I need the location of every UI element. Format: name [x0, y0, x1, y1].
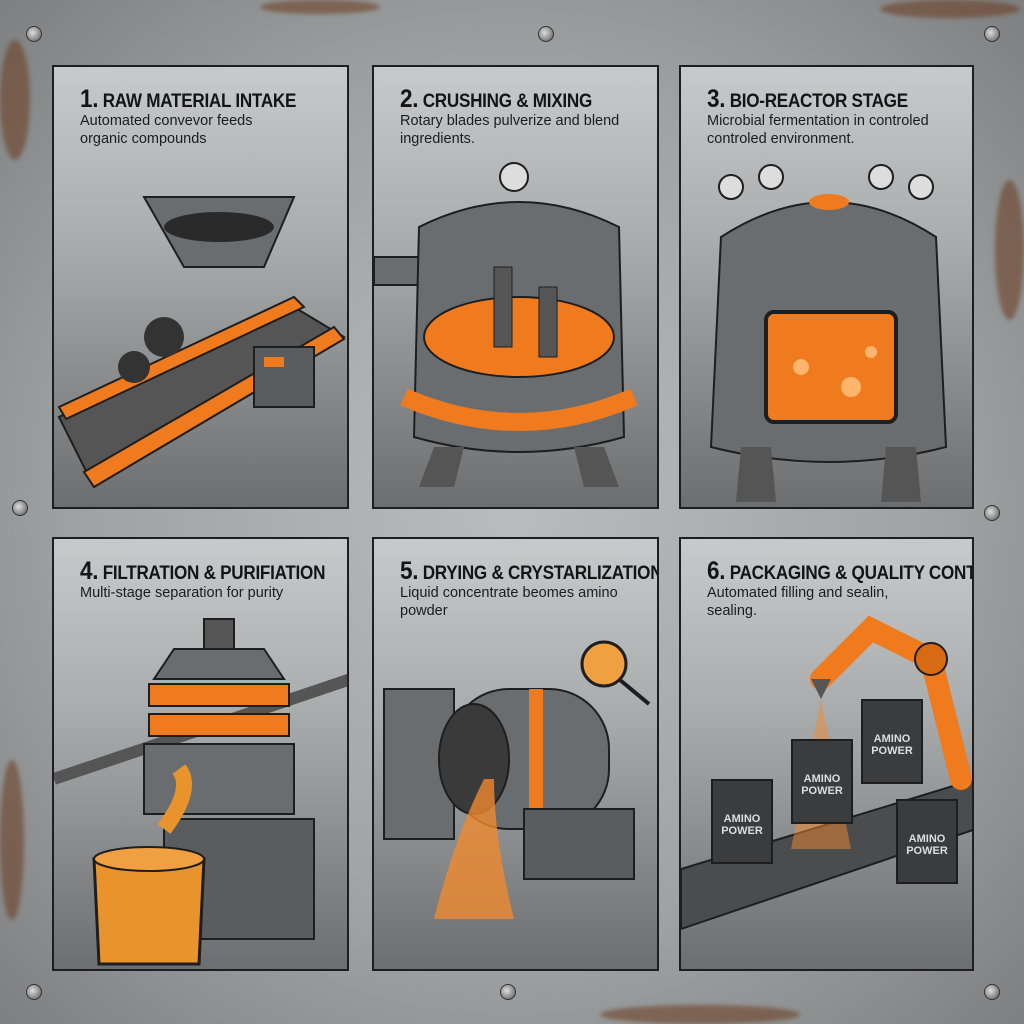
filter-press-illustration [54, 618, 347, 966]
product-bag: AMINO POWER [711, 779, 773, 864]
panel-description: Liquid concentrate beomes amino powder [400, 585, 618, 619]
panel-description: Automated convevor feeds organic compoun… [80, 113, 253, 147]
panel-title: 2. CRUSHING & MIXING [400, 85, 592, 113]
panel-title: 4. FILTRATION & PURIFIATION [80, 557, 326, 585]
panel-crushing-mixing: 2. CRUSHING & MIXING Rotary blades pulve… [372, 65, 659, 509]
panel-description: Rotary blades pulverize and blend ingred… [400, 113, 620, 147]
panel-drying: 5. DRYING & CRYSTARLIZATION Liquid conce… [372, 537, 659, 971]
bioreactor-illustration [709, 164, 948, 502]
product-bag: AMINO POWER [861, 699, 923, 784]
panel-description: Microbial fermentation in controled cont… [707, 113, 929, 147]
panel-title: 3. BIO-REACTOR STAGE [707, 85, 908, 113]
panel-raw-material-intake: 1. RAW MATERIAL INTAKE Automated convevo… [52, 65, 349, 509]
product-bag: AMINO POWER [791, 739, 853, 824]
drum-dryer-illustration [383, 640, 651, 919]
panel-title: 5. DRYING & CRYSTARLIZATION [400, 557, 659, 585]
panel-title: 1. RAW MATERIAL INTAKE [80, 85, 297, 113]
panel-description: Multi-stage separation for purity [80, 585, 284, 601]
panel-description: Automated filling and sealin, sealing. [707, 585, 889, 619]
panel-filtration: 4. FILTRATION & PURIFIATION Multi-stage … [52, 537, 349, 971]
mixing-tank-illustration [374, 162, 638, 487]
product-bag: AMINO POWER [896, 799, 958, 884]
magnifier-icon [580, 640, 628, 688]
panel-title: 6. PACKAGING & QUALITY CONTROL [707, 557, 972, 585]
panel-bio-reactor: 3. BIO-REACTOR STAGE Microbial fermentat… [679, 65, 974, 509]
panel-packaging: 6. PACKAGING & QUALITY CONTROL Automated… [679, 537, 974, 971]
conveyor-hopper-illustration [57, 196, 346, 489]
